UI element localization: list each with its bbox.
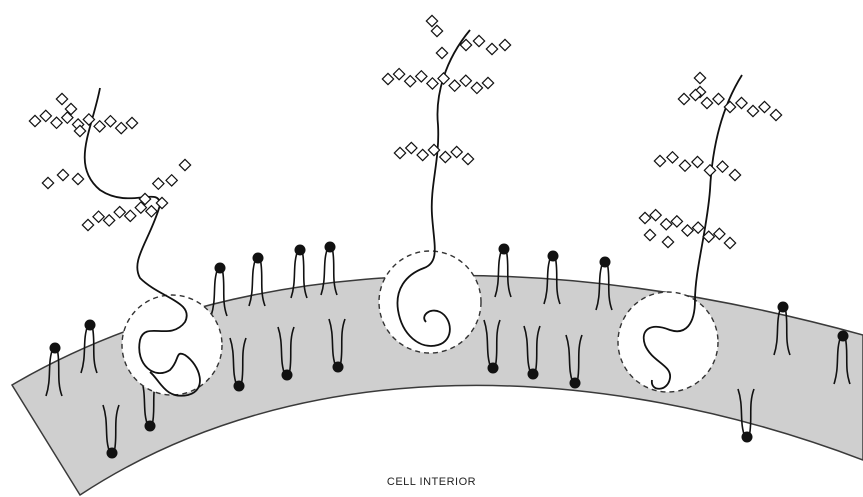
sugar-residue	[438, 73, 449, 84]
sugar-residue	[449, 80, 460, 91]
sugar-residue	[482, 77, 493, 88]
sugar-residue	[94, 121, 105, 132]
sugar-residue	[416, 71, 427, 82]
sugar-residue	[682, 225, 693, 236]
sugar-residue	[417, 149, 428, 160]
sugar-residue	[644, 229, 655, 240]
sugar-residue	[179, 159, 190, 170]
sugar-residue	[473, 35, 484, 46]
sugar-residue	[56, 93, 67, 104]
sugar-residue	[82, 219, 93, 230]
sugar-residue	[382, 73, 393, 84]
glycan-branch	[394, 142, 473, 164]
sugar-residue	[460, 75, 471, 86]
sugar-residue	[116, 122, 127, 133]
sugar-residue	[29, 115, 40, 126]
sugar-residue	[671, 216, 682, 227]
sugar-residue	[57, 169, 68, 180]
sugar-residue	[692, 222, 703, 233]
glycan-branch	[639, 209, 735, 248]
sugar-residue	[427, 78, 438, 89]
sugar-residue	[126, 117, 137, 128]
glycan-branch	[678, 89, 781, 120]
sugar-residue	[426, 15, 437, 26]
glycan-branch	[82, 197, 167, 230]
sugar-residue	[114, 206, 125, 217]
glycan-branch	[644, 229, 673, 247]
sugar-residue	[704, 165, 715, 176]
sugar-residue	[394, 147, 405, 158]
sugar-residue	[146, 206, 157, 217]
sugar-residue	[103, 215, 114, 226]
sugar-residue	[153, 178, 164, 189]
sugar-residue	[678, 93, 689, 104]
sugar-residue	[654, 155, 665, 166]
sugar-residue	[125, 210, 136, 221]
sugar-residue	[692, 156, 703, 167]
sugar-residue	[499, 39, 510, 50]
sugar-residue	[51, 117, 62, 128]
protein-pocket-right	[618, 292, 718, 392]
sugar-residue	[650, 209, 661, 220]
sugar-residue	[770, 109, 781, 120]
sugar-residue	[471, 82, 482, 93]
sugar-residue	[405, 76, 416, 87]
sugar-residue	[662, 236, 673, 247]
sugar-residue	[701, 97, 712, 108]
sugar-residue	[105, 116, 116, 127]
sugar-residue	[166, 175, 177, 186]
sugar-residue	[440, 151, 451, 162]
sugar-residue	[747, 105, 758, 116]
sugar-residue	[42, 177, 53, 188]
sugar-residue	[406, 142, 417, 153]
glycan-chains	[29, 15, 781, 248]
sugar-residue	[717, 161, 728, 172]
sugar-residue	[724, 101, 735, 112]
glycan-branch	[382, 68, 493, 93]
glycan-branch	[654, 152, 740, 181]
glycan-branch	[56, 93, 85, 136]
sugar-residue	[72, 173, 83, 184]
protein-pocket-left	[122, 295, 222, 395]
sugar-residue	[639, 212, 650, 223]
sugar-residue	[714, 228, 725, 239]
sugar-residue	[729, 169, 740, 180]
glycan-branch	[460, 35, 510, 54]
sugar-residue	[451, 146, 462, 157]
sugar-residue	[40, 110, 51, 121]
sugar-residue	[486, 43, 497, 54]
sugar-residue	[713, 93, 724, 104]
sugar-residue	[93, 211, 104, 222]
sugar-residue	[462, 153, 473, 164]
sugar-residue	[436, 47, 447, 58]
sugar-residue	[724, 237, 735, 248]
sugar-residue	[679, 160, 690, 171]
sugar-residue	[667, 152, 678, 163]
sugar-residue	[393, 68, 404, 79]
glycan-branch	[426, 15, 447, 58]
glycan-branch	[139, 159, 190, 204]
sugar-residue	[759, 101, 770, 112]
cell-interior-label: CELL INTERIOR	[0, 476, 863, 488]
glycan-branch	[42, 169, 83, 188]
sugar-residue	[736, 97, 747, 108]
sugar-residue	[694, 72, 705, 83]
sugar-residue	[431, 25, 442, 36]
protein-pocket-center	[379, 251, 481, 353]
sugar-residue	[661, 219, 672, 230]
